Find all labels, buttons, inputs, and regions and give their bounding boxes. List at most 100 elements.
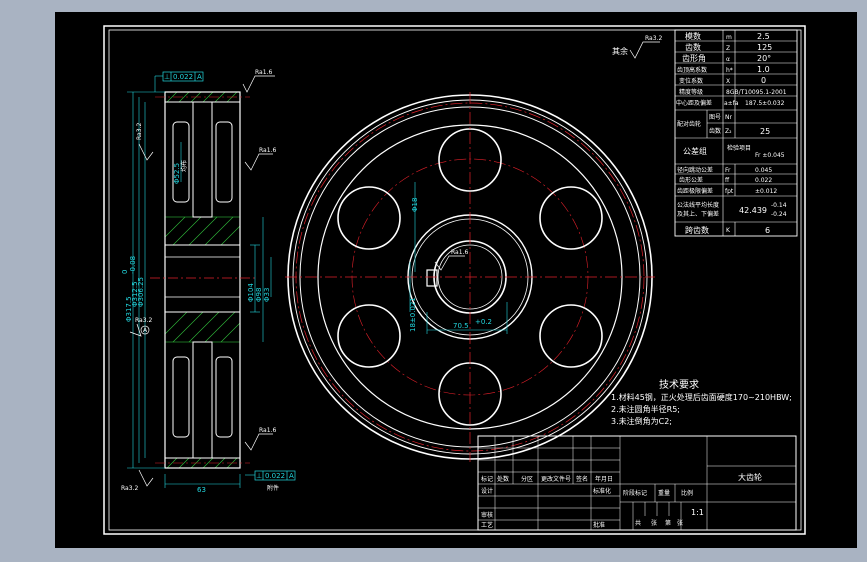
tech-line-3: 3.未注倒角为C2; (611, 416, 672, 426)
mating-r1-name: 图号 (709, 114, 721, 121)
dim-hole-note: 均布 (180, 160, 188, 172)
param2-name-1: 齿形公差 (679, 176, 703, 184)
tol-bottom-value: 0.022 (265, 472, 285, 480)
tol-top-datum: A (197, 73, 202, 81)
lightening-hole-6 (337, 186, 401, 250)
param-name-3: 齿顶高系数 (677, 66, 707, 74)
keyway (426, 269, 438, 287)
web-lower (192, 341, 213, 459)
outer-frame (103, 25, 806, 535)
drawing-svg: ⊥ 0.022 A ⊥ 0.022 A 附件 Ra1.6 Ra3.2 Ra1 (103, 25, 806, 535)
mating-r2-val: 25 (760, 127, 770, 136)
tb-part-name: 大齿轮 (738, 472, 762, 482)
keyway-roughness-symbol (434, 255, 465, 271)
span-sup: -0.14 (771, 202, 787, 209)
param2-val-0: 0.045 (755, 167, 772, 174)
tb-label-1: 处数 (497, 475, 509, 483)
lightening-hole-upper-r (215, 121, 233, 203)
keyway-ra: Ra1.6 (451, 249, 468, 256)
ra-label-1: Ra1.6 (255, 69, 272, 76)
param-name-5: 精度等级 (679, 88, 703, 96)
tb-scale-value: 1:1 (691, 508, 704, 517)
tol-group-value: Fr ±0.045 (755, 152, 785, 159)
dim-bore1: Φ104 (247, 283, 255, 302)
tb-sheet-1: 张 (651, 519, 657, 527)
param-val-4: 0 (761, 76, 766, 85)
param2-val-1: 0.022 (755, 177, 772, 184)
drawing-canvas[interactable]: ⊥ 0.022 A ⊥ 0.022 A 附件 Ra1.6 Ra3.2 Ra1 (55, 12, 857, 548)
inner-frame (108, 29, 802, 531)
last-val: 6 (765, 226, 770, 235)
param-sym-3: h* (726, 67, 733, 74)
tol-frame-bottom: ⊥ 0.022 A 附件 (245, 470, 296, 492)
param2-name-0: 径向跳动公差 (677, 166, 713, 174)
span-sub: -0.24 (771, 211, 787, 218)
section-outline (164, 91, 241, 469)
technical-requirements: 技术要求 1.材料45钢，正火处理后齿面硬度170~210HBW; 2.未注圆角… (611, 378, 792, 426)
param-sym-2: α (726, 56, 730, 63)
tech-line-2: 2.未注圆角半径R5; (611, 404, 680, 414)
dim-da-tol-top: 0 (121, 270, 129, 274)
mating-group: 配对齿轮 (677, 120, 701, 128)
tol-frame-top: ⊥ 0.022 A (154, 71, 204, 92)
tol-top-value: 0.022 (173, 73, 193, 81)
param-val-3: 1.0 (757, 65, 770, 74)
tb-label-5: 年月日 (595, 475, 613, 483)
param2-sym-1: ff (725, 177, 730, 184)
tb-label-0: 标记 (481, 475, 493, 483)
tb-weight: 重量 (658, 489, 670, 497)
mating-r1-sym: Nr (725, 114, 732, 121)
param2-val-2: ±0.012 (755, 188, 777, 195)
mating-r2-sym: Z₂ (725, 128, 732, 135)
tb-label-4: 签名 (576, 475, 588, 483)
param-val-6: 187.5±0.032 (745, 100, 785, 107)
tb-stage: 阶段标记 (623, 489, 647, 497)
tb-approve: 批准 (593, 521, 605, 529)
last-sym: K (726, 227, 731, 234)
ra-label-6: Ra3.2 (135, 317, 152, 324)
hatch-lines (164, 91, 241, 469)
dim-keyway-tol: +0.2 (475, 318, 492, 326)
span-name-2: 及其上、下偏差 (677, 210, 719, 218)
lightening-hole-upper (172, 121, 190, 203)
tb-standard: 标准化 (593, 487, 611, 495)
param-val-5: 8GB/T10095.1-2001 (726, 89, 787, 96)
tol-group-name: 公差组 (683, 146, 707, 156)
ra-label-3: Ra1.6 (259, 147, 276, 154)
tb-sheet-0: 共 (635, 519, 641, 527)
ra-label-5: Ra1.6 (259, 427, 276, 434)
roughness-note: 其余 Ra3.2 (612, 35, 662, 59)
datum-a-marker: A (140, 325, 150, 335)
tol-top-symbol: ⊥ (164, 73, 170, 81)
param2-name-2: 齿距极限偏差 (677, 187, 713, 195)
span-name: 公法线平均长度 (677, 201, 719, 209)
dim-width: 63 (197, 486, 206, 494)
param-name-0: 模数 (685, 31, 701, 41)
tol-group-items: 检验项目 (727, 144, 751, 152)
parameter-table: 模数 m 2.5 齿数 Z 125 齿形角 α 20° 齿顶高系数 h* 1.0… (674, 29, 798, 237)
param-sym-4: X (726, 78, 730, 85)
lightening-hole-lower (172, 356, 190, 438)
param2-sym-0: Fr (725, 167, 731, 174)
roughness-symbols (129, 75, 275, 487)
param-name-4: 变位系数 (679, 77, 703, 85)
dim-hole: Φ52.5 (173, 163, 181, 184)
dim-da: Φ317.5 (125, 296, 133, 322)
front-view: Φ18 70.5 +0.2 18±0.021 Ra1.6 (285, 92, 655, 462)
param-name-6: 中心距及偏差 (676, 99, 712, 107)
hub-note: 附件 (267, 484, 279, 492)
tech-title: 技术要求 (659, 378, 699, 391)
roughness-note-value: Ra3.2 (645, 35, 662, 42)
dim-d: Φ312.5 (131, 281, 139, 307)
ra-label-2: Ra3.2 (136, 123, 143, 140)
param-val-2: 20° (757, 54, 771, 63)
tol-bottom-datum: A (289, 472, 294, 480)
dimension-lines (127, 91, 272, 488)
param-name-2: 齿形角 (682, 53, 706, 63)
param-val-0: 2.5 (757, 32, 770, 41)
dim-bore3: Φ33 (263, 288, 271, 302)
span-value: 42.439 (739, 206, 767, 215)
tb-scale-label: 比例 (681, 489, 693, 497)
web-upper (192, 101, 213, 218)
mating-r2-name: 齿数 (709, 127, 721, 135)
